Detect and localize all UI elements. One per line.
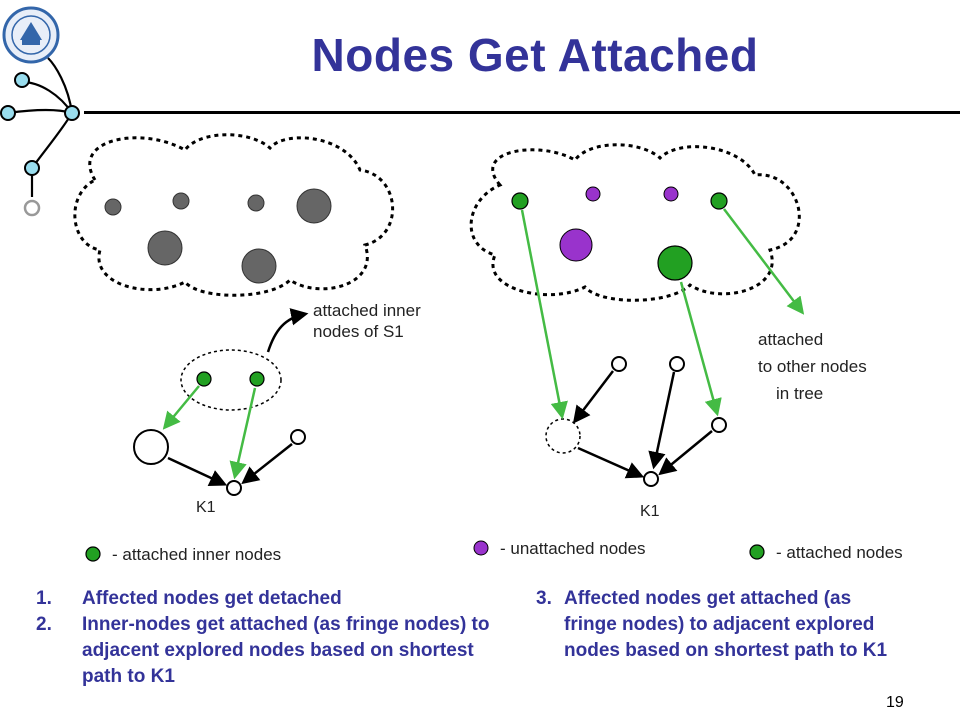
step-number: 1.: [36, 588, 52, 609]
legend-attached-inner: - attached inner nodes: [112, 545, 282, 564]
k1-node: [643, 471, 659, 487]
k1-label-left: K1: [196, 499, 216, 516]
right-cloud: [469, 143, 801, 302]
steps-right: 3. Affected nodes get attached (as fring…: [536, 586, 906, 664]
black-arrow: [648, 371, 676, 470]
legend-green-icon: [749, 544, 765, 560]
gray-node-large: [241, 248, 277, 284]
legend-unattached: - unattached nodes: [500, 539, 646, 558]
k1-node: [226, 480, 242, 496]
white-node-large: [133, 429, 169, 465]
legend-purple-icon: [473, 540, 489, 556]
purple-unattached-node: [663, 186, 679, 202]
black-arrow: [167, 456, 228, 487]
gray-node-small: [247, 194, 265, 212]
step-text: Affected nodes get detached: [82, 588, 342, 609]
green-arrow: [520, 209, 568, 420]
callout-attached-inner: attached inner nodes of S1: [313, 300, 421, 342]
slide-number: 19: [886, 694, 904, 711]
callout-line: nodes of S1: [313, 322, 404, 341]
black-arrow: [577, 446, 645, 479]
step-number: 2.: [36, 614, 52, 635]
callout-line: to other nodes: [758, 357, 867, 376]
title-divider: [84, 111, 960, 114]
green-arrow: [162, 385, 200, 430]
tree-node: [14, 72, 30, 88]
black-arrow: [241, 443, 293, 485]
left-cloud: [73, 133, 394, 297]
slide-title: Nodes Get Attached: [311, 29, 759, 81]
gray-node-large: [147, 230, 183, 266]
institute-seal-icon: [2, 6, 60, 64]
gray-node-small: [172, 192, 190, 210]
step-number: 3.: [536, 588, 552, 609]
logo-tree-graphic: [0, 6, 80, 217]
green-attached-node: [511, 192, 529, 210]
legend-attached: - attached nodes: [776, 543, 903, 562]
callout-line: in tree: [776, 384, 824, 403]
tree-node: [24, 160, 40, 176]
steps-left: 1. Affected nodes get detached 2. Inner-…: [36, 586, 506, 690]
black-arrow: [658, 430, 713, 476]
tree-node: [0, 105, 16, 121]
black-arrow: [572, 370, 614, 424]
green-attached-node: [196, 371, 212, 387]
white-node-small: [290, 429, 306, 445]
white-node-small: [711, 417, 727, 433]
purple-unattached-node: [559, 228, 593, 262]
white-node-small: [669, 356, 685, 372]
purple-unattached-node: [585, 186, 601, 202]
callout-line: attached inner: [313, 301, 421, 320]
green-arrow: [679, 281, 722, 417]
legend-green-icon: [85, 546, 101, 562]
green-arrow: [229, 387, 257, 480]
k1-label-right: K1: [640, 503, 660, 520]
gray-node-large: [296, 188, 332, 224]
inner-nodes-group: [180, 349, 282, 411]
green-arrow: [723, 208, 805, 315]
callout-line: attached: [758, 330, 824, 349]
gray-node-small: [104, 198, 122, 216]
callout-attached-other: attached to other nodes in tree: [758, 326, 867, 407]
step-item: 3. Affected nodes get attached (as fring…: [536, 586, 906, 664]
step-item: 2. Inner-nodes get attached (as fringe n…: [36, 612, 506, 690]
step-text: Affected nodes get attached (as fringe n…: [564, 588, 888, 661]
dashed-node: [545, 418, 581, 454]
green-attached-node: [657, 245, 693, 281]
white-node-small: [611, 356, 627, 372]
step-text: Inner-nodes get attached (as fringe node…: [82, 614, 490, 687]
green-attached-node: [249, 371, 265, 387]
tree-node: [64, 105, 80, 121]
callout-arrow: [266, 308, 309, 353]
step-item: 1. Affected nodes get detached: [36, 586, 506, 612]
green-attached-node: [710, 192, 728, 210]
tree-node-empty: [23, 199, 41, 217]
